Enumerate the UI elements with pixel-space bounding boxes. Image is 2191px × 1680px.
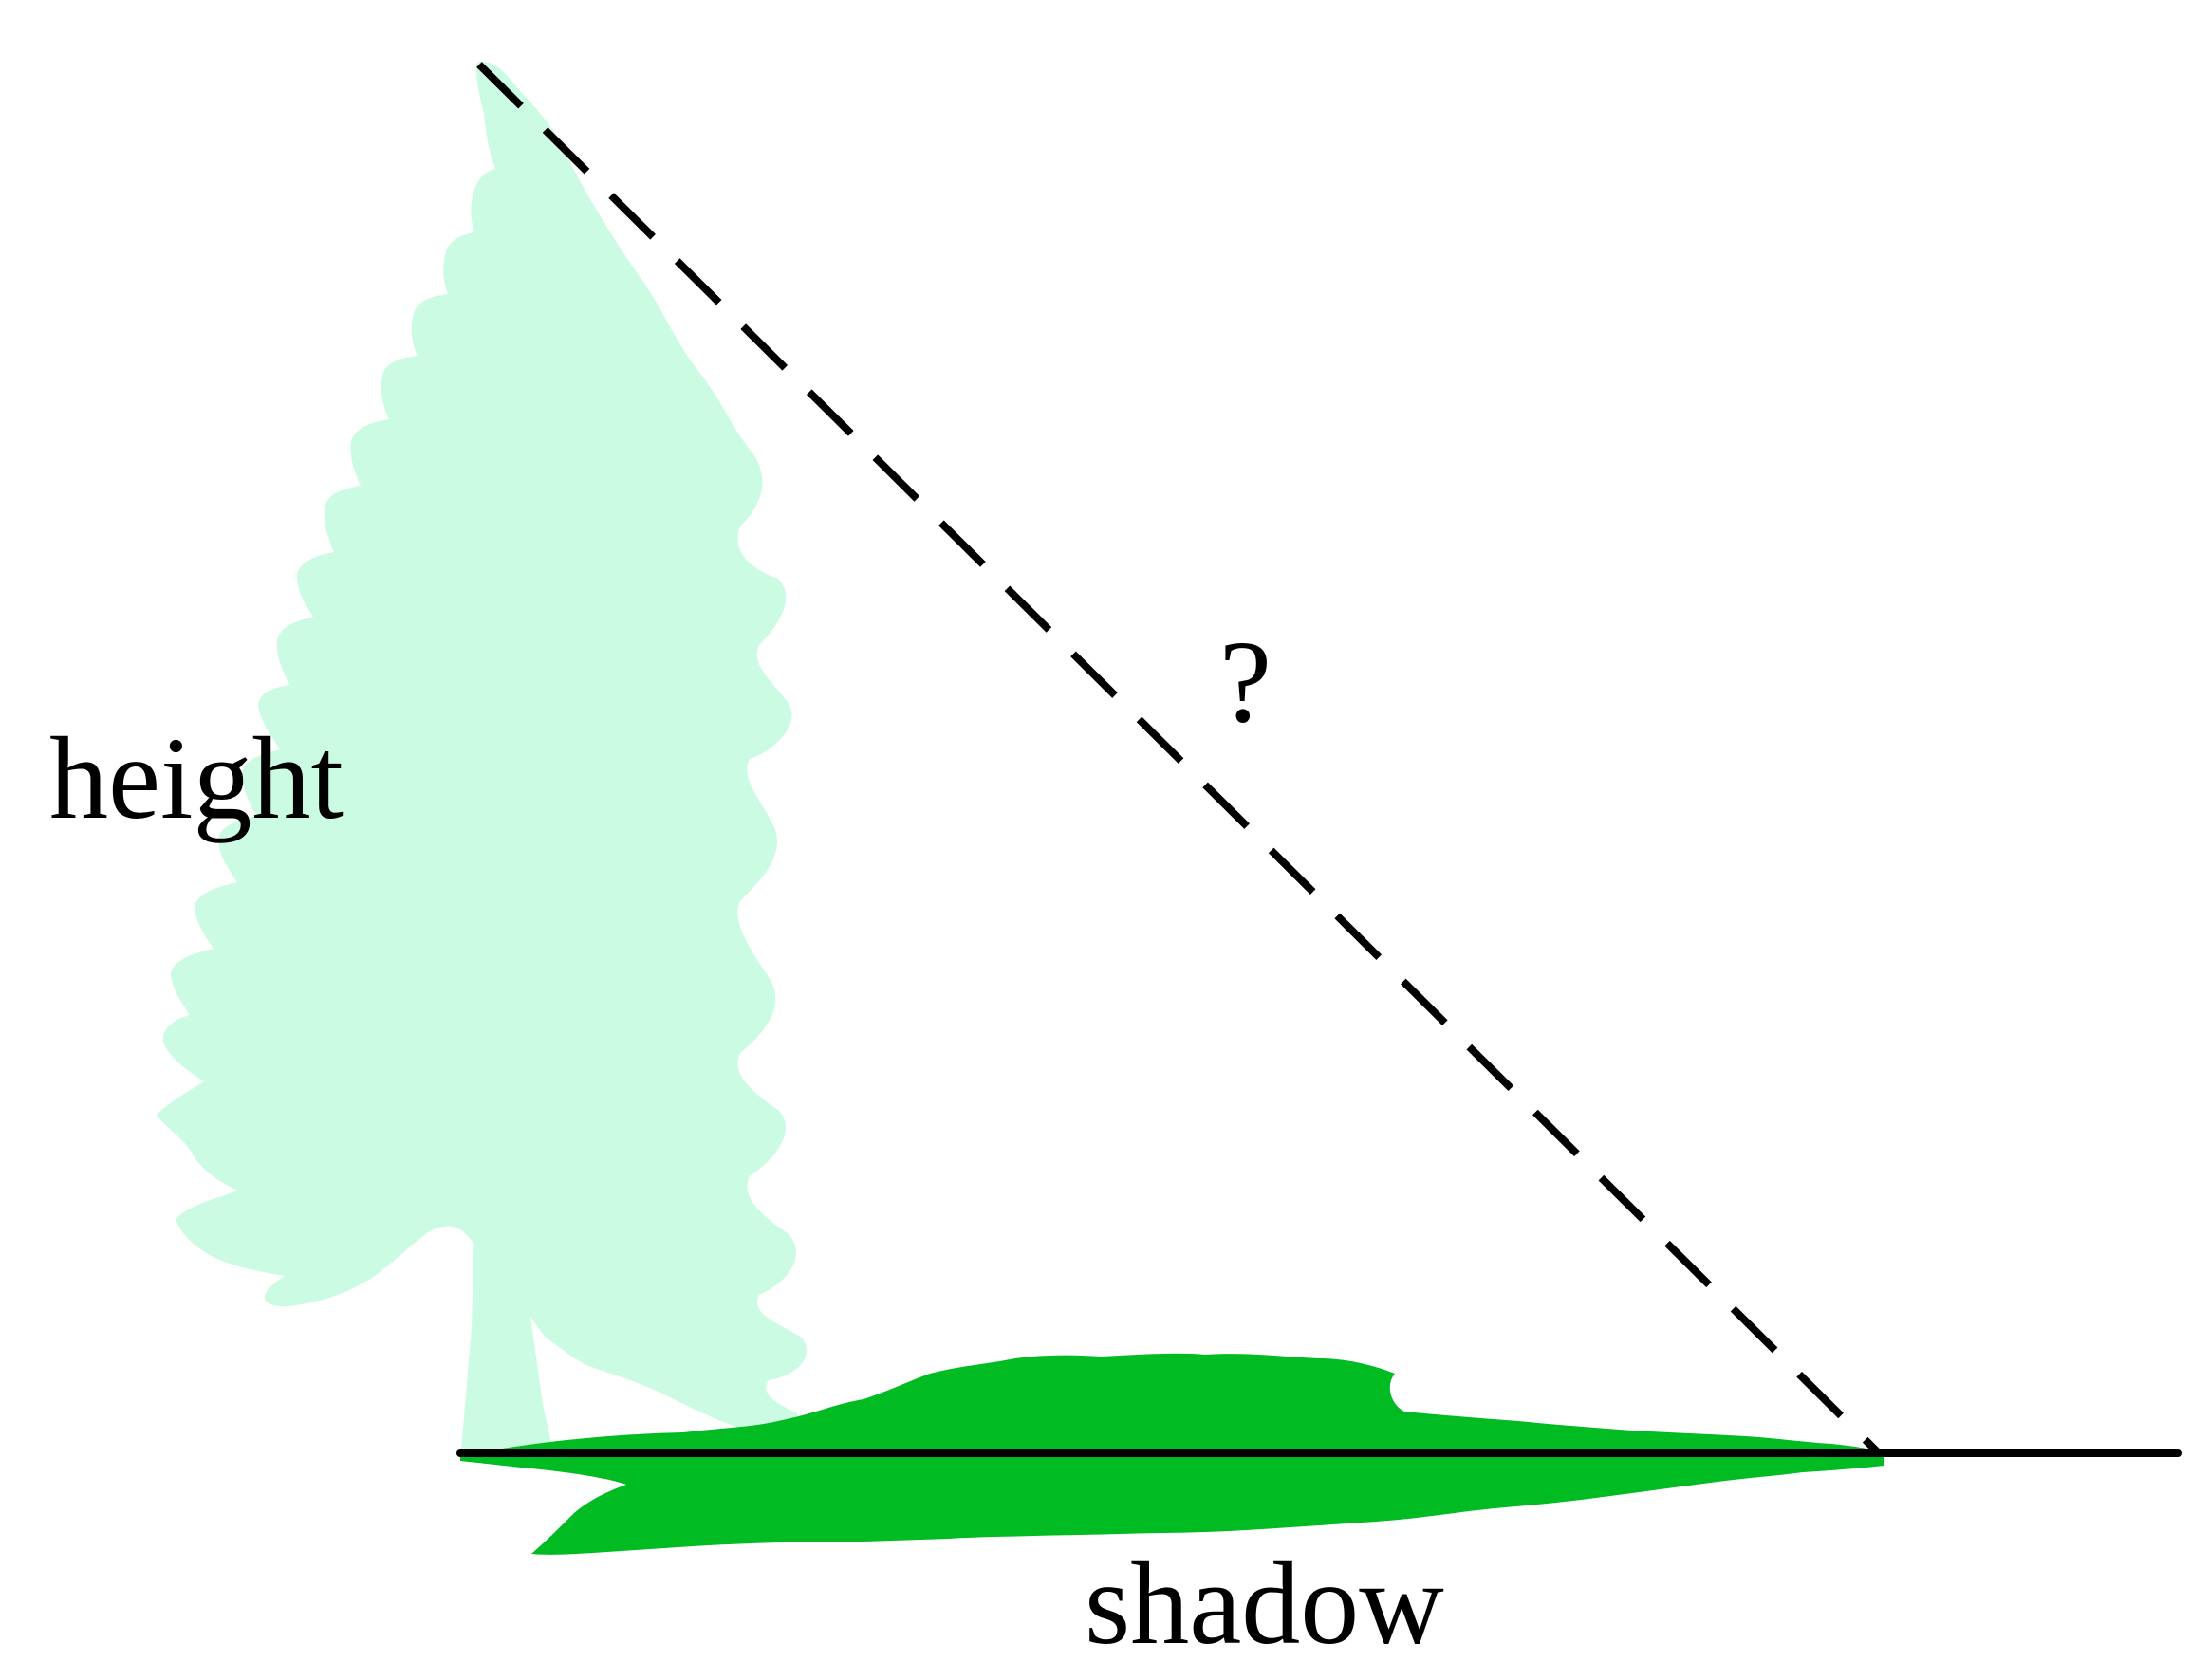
shadow-label: shadow (1085, 1539, 1444, 1669)
hypotenuse-label: ? (1219, 617, 1272, 747)
tree-foliage (157, 61, 808, 1432)
dashed-hypotenuse (476, 62, 1880, 1454)
height-label: height (49, 713, 344, 843)
tree-trunk (460, 1205, 555, 1461)
tree-silhouette (157, 61, 808, 1461)
